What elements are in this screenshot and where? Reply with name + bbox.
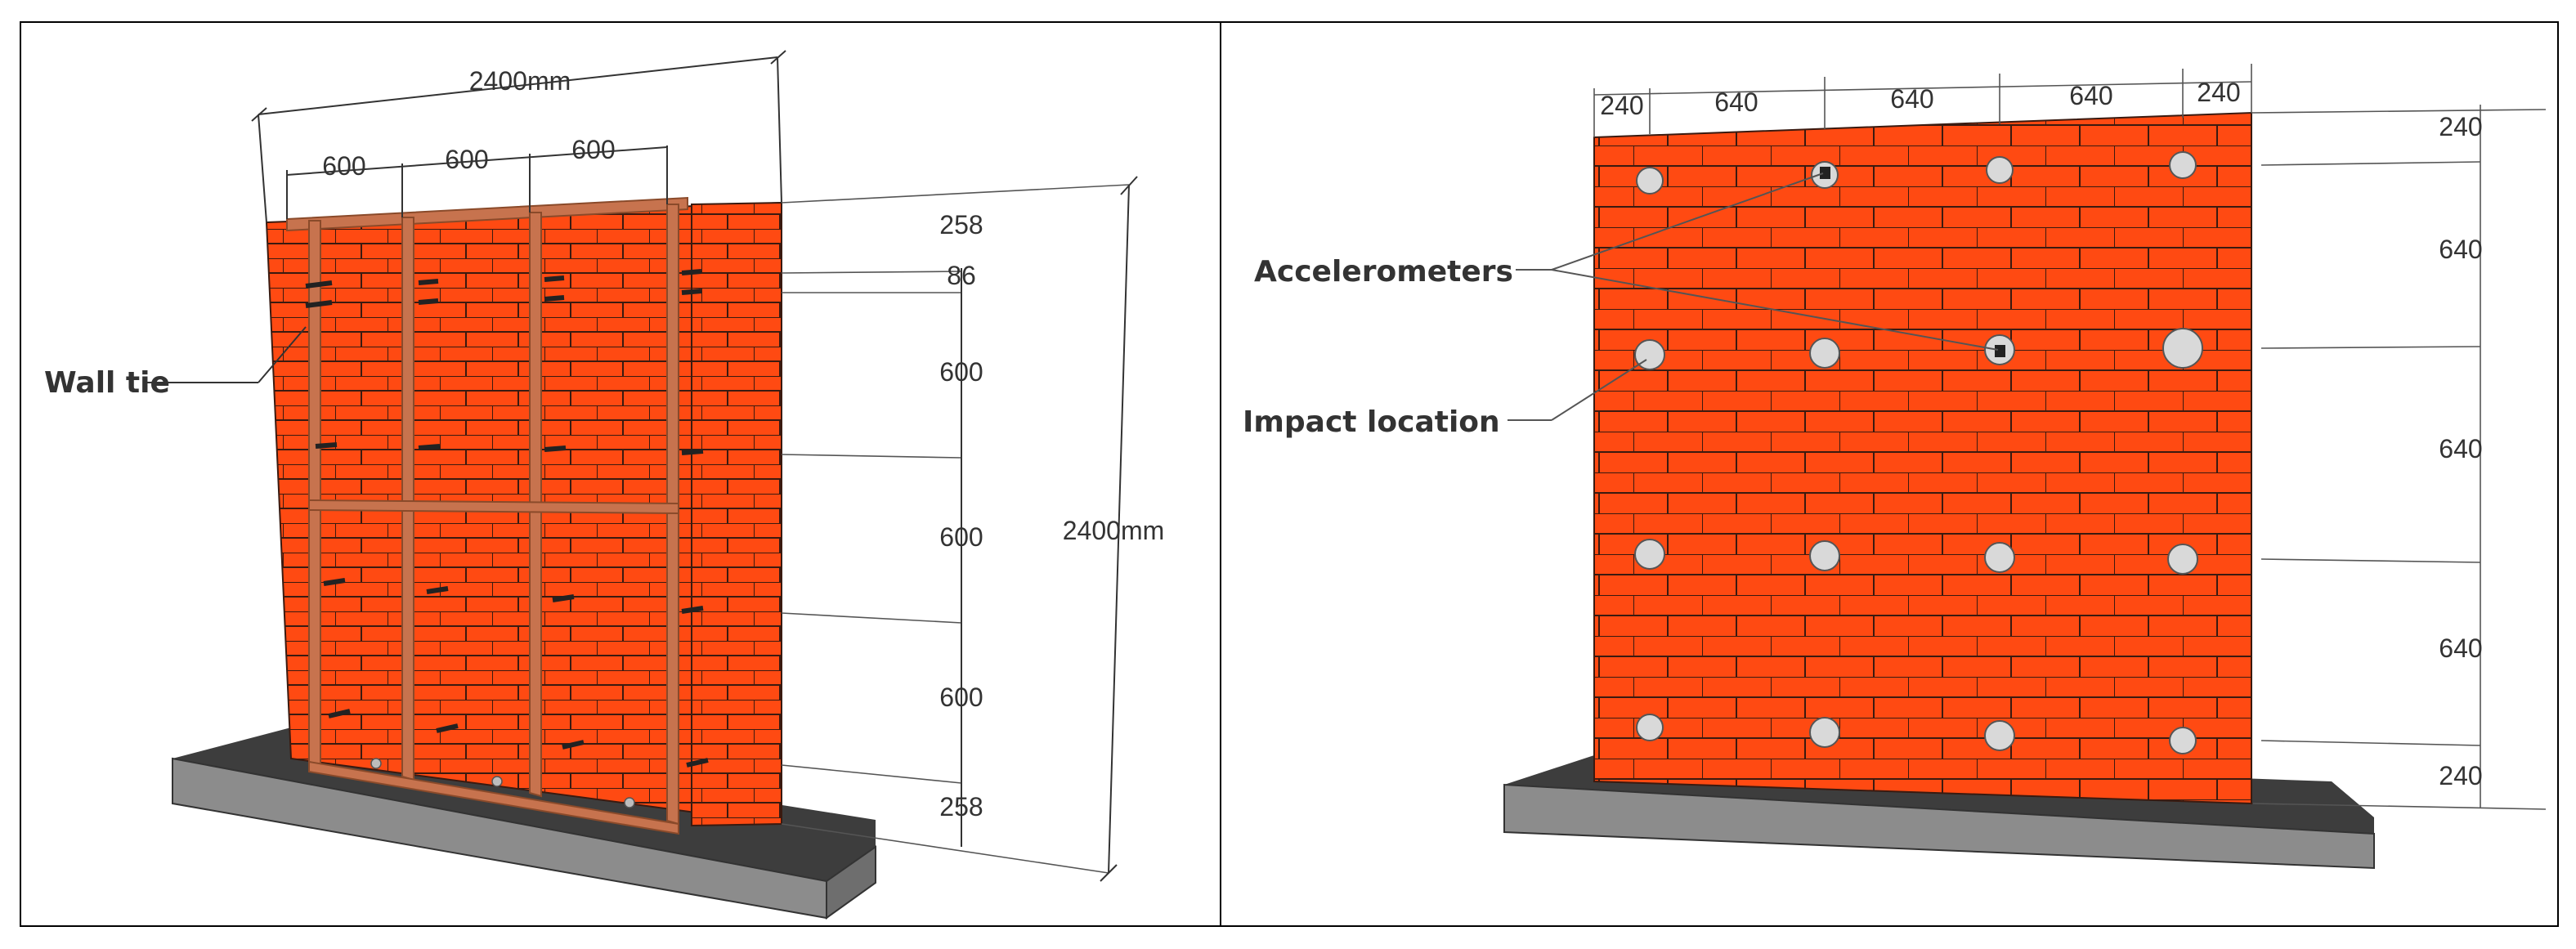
- dimension-lines: [144, 50, 1138, 882]
- height-dimension-label: 2400mm: [1063, 516, 1165, 545]
- wall-tie-label: Wall tie: [44, 366, 170, 400]
- accelerometer: [1820, 167, 1830, 179]
- side-spacing-label-2: 640: [2439, 235, 2482, 264]
- top-spacing-label-2: 640: [1714, 87, 1758, 117]
- stud-spacing-label-1: 600: [322, 151, 365, 181]
- side-spacing-label-3: 640: [2439, 434, 2482, 463]
- impact-point: [1636, 167, 1664, 195]
- top-spacing-label-4: 640: [2069, 81, 2112, 110]
- impact-point: [1809, 338, 1840, 369]
- accelerometers-label: Accelerometers: [1254, 255, 1513, 289]
- impact-point: [1636, 714, 1664, 741]
- impact-point: [2167, 544, 2198, 575]
- accelerometer: [1995, 345, 2005, 357]
- dimension-lines: [1593, 64, 2547, 810]
- vertical-dimension-label-3: 600: [939, 357, 983, 387]
- stud-spacing-label-2: 600: [445, 145, 488, 174]
- top-spacing-label-3: 640: [1890, 84, 1933, 114]
- left-panel: 2400mm 600 600 600 258 86 600 600 600 25…: [20, 21, 1221, 927]
- impact-point: [1984, 720, 2015, 751]
- brick-wall: [1593, 111, 2252, 805]
- vertical-dimension-label-5: 600: [939, 683, 983, 712]
- timber-frame: [286, 196, 688, 835]
- impact-point: [1984, 542, 2015, 573]
- top-spacing-label-5: 240: [2197, 78, 2240, 107]
- stud-spacing-label-3: 600: [571, 135, 615, 164]
- vertical-dimension-label-2: 86: [947, 261, 976, 290]
- side-spacing-label-5: 240: [2439, 761, 2482, 790]
- side-spacing-label-1: 240: [2439, 112, 2482, 141]
- vertical-dimension-label-1: 258: [939, 210, 983, 239]
- anchor-bolts: [370, 758, 635, 808]
- timber-frame-wall-diagram: 2400mm 600 600 600 258 86 600 600 600 25…: [44, 50, 1165, 920]
- impact-point: [1809, 540, 1840, 571]
- brick-wall: [265, 201, 782, 827]
- top-spacing-label-1: 240: [1600, 91, 1643, 120]
- brick-wall-sensor-diagram: 240 640 640 640 240 240 640 640 640 240 …: [1243, 64, 2547, 870]
- leader-lines: [1508, 172, 1999, 421]
- wall-ties: [305, 269, 709, 768]
- impact-point: [1809, 717, 1840, 748]
- accelerometers: [1820, 167, 2005, 357]
- side-spacing-label-4: 640: [2439, 633, 2482, 663]
- vertical-dimension-label-4: 600: [939, 522, 983, 552]
- impact-point: [2169, 151, 2197, 179]
- impact-location-label: Impact location: [1243, 405, 1500, 439]
- impact-point: [1634, 539, 1665, 570]
- impact-point: [2162, 328, 2203, 369]
- impact-point: [1986, 156, 2014, 184]
- top-dimension-label: 2400mm: [469, 66, 571, 96]
- vertical-dimension-label-6: 258: [939, 792, 983, 821]
- impact-point: [2169, 727, 2197, 754]
- right-panel: 240 640 640 640 240 240 640 640 640 240 …: [1220, 21, 2559, 927]
